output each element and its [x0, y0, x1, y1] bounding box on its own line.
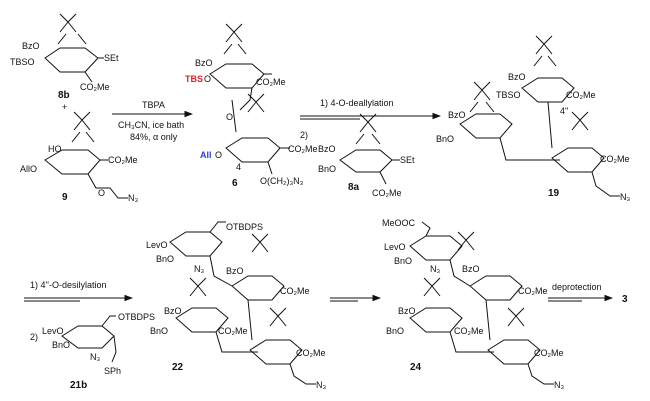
group-set-8a: SEt — [400, 155, 415, 165]
group-co2me-19b: CO₂Me — [600, 154, 630, 164]
group-all: All — [200, 150, 212, 160]
group-co2me-22b: CO₂Me — [218, 326, 248, 336]
label-21b: 21b — [70, 380, 87, 391]
label-8b: 8b — [58, 90, 70, 101]
cond-step3-label: 2) — [30, 332, 38, 342]
locant-4pp-19: 4'' — [560, 106, 569, 116]
group-bzo: BzO — [22, 41, 40, 51]
label-22: 22 — [172, 362, 184, 373]
group-bzo-8a: BzO — [318, 144, 336, 154]
compound-6: BzO TBS O CO₂Me O All O 4 CO₂Me O(CH₂)₃N… — [185, 23, 318, 189]
label-24: 24 — [410, 362, 422, 373]
group-co2me-8a: CO₂Me — [372, 188, 402, 198]
group-meooc-24: MeOOC — [382, 218, 416, 228]
group-co2me-22a: CO₂Me — [280, 286, 310, 296]
group-otbdps-22: OTBDPS — [226, 222, 263, 232]
reaction-arrow-5: deprotection 3 — [548, 282, 628, 305]
group-n3-22b: N₃ — [316, 380, 326, 390]
reaction-arrow-3: 1) 4''-O-desilylation 2) — [24, 280, 134, 342]
reaction-arrow-1: TBPA CH₃CN, ice bath 84%, α only — [112, 100, 194, 142]
group-n3-9: N₃ — [128, 193, 138, 203]
group-ho: HO — [48, 144, 62, 154]
group-sph-21b: SPh — [104, 366, 121, 376]
group-otbdps-21b: OTBDPS — [118, 312, 155, 322]
group-och2n3: O(CH₂)₃N₃ — [260, 176, 304, 186]
locant-4: 4 — [236, 162, 241, 172]
group-n3-24b: N₃ — [554, 380, 564, 390]
group-o-all: O — [215, 150, 222, 160]
compound-24: MeOOC LevO BnO N₃ BzO CO₂Me BzO BnO CO₂M… — [382, 218, 564, 390]
group-co2me-24a: CO₂Me — [518, 286, 548, 296]
group-n3-24: N₃ — [430, 264, 440, 274]
group-bno-21b: BnO — [52, 340, 70, 350]
group-co2me-19a: CO₂Me — [566, 90, 596, 100]
compound-8b: BzO TBSO SEt CO₂Me 8b + — [10, 13, 119, 112]
group-co2me-24c: CO₂Me — [534, 348, 564, 358]
group-tbso-19: TBSO — [496, 90, 521, 100]
compound-8a: BzO BnO SEt CO₂Me 8a — [318, 113, 415, 198]
group-co2me: CO₂Me — [80, 82, 110, 92]
group-tbs: TBS — [185, 74, 203, 84]
group-n3-19: N₃ — [620, 192, 630, 202]
label-19: 19 — [548, 188, 560, 199]
cond-step2-label: 2) — [300, 130, 308, 140]
group-bno-22a: BnO — [156, 254, 174, 264]
group-bno-8a: BnO — [318, 164, 336, 174]
group-allo: AllO — [20, 164, 37, 174]
cond-desilylation: 1) 4''-O-desilylation — [30, 280, 106, 290]
group-set: SEt — [104, 53, 119, 63]
group-bzo-22b: BzO — [164, 306, 182, 316]
group-co2me-6b: CO₂Me — [288, 144, 318, 154]
cond-tbpa: TBPA — [142, 100, 165, 110]
group-o-tbs: O — [204, 74, 211, 84]
label-3: 3 — [622, 294, 628, 305]
label-9: 9 — [62, 192, 68, 203]
compound-19: BzO TBSO CO₂Me 4'' BzO BnO CO₂Me N₃ 19 — [436, 35, 630, 202]
group-levo-22: LevO — [146, 240, 168, 250]
label-6: 6 — [232, 178, 238, 189]
compound-22: OTBDPS LevO BnO N₃ BzO CO₂Me BzO BnO CO₂… — [146, 221, 326, 390]
group-bzo-22a: BzO — [226, 266, 244, 276]
compound-9: HO AllO CO₂Me O N₃ 9 — [20, 111, 138, 203]
group-n3-21b: N₃ — [90, 352, 100, 362]
group-bno-24a: BnO — [394, 256, 412, 266]
cond-deallylation: 1) 4-O-deallylation — [320, 98, 394, 108]
group-bno-24b: BnO — [386, 326, 404, 336]
group-co2me-22c: CO₂Me — [296, 348, 326, 358]
group-bno-19: BnO — [436, 134, 454, 144]
group-bzo-19a: BzO — [508, 72, 526, 82]
group-n3-22: N₃ — [194, 264, 204, 274]
group-o-link: O — [226, 112, 233, 122]
group-bzo-19b: BzO — [448, 110, 466, 120]
group-co2me-24b: CO₂Me — [454, 326, 484, 336]
cond-deprotection: deprotection — [552, 282, 602, 292]
cond-solvent: CH₃CN, ice bath — [118, 120, 184, 130]
compound-21b: OTBDPS LevO BnO N₃ SPh 21b — [42, 312, 155, 391]
label-8a: 8a — [348, 182, 360, 193]
group-co2me-9: CO₂Me — [108, 155, 138, 165]
group-co2me-6a: CO₂Me — [256, 77, 286, 87]
plus-sign: + — [62, 102, 67, 112]
group-bzo-24a: BzO — [462, 264, 480, 274]
group-levo-24: LevO — [384, 242, 406, 252]
group-tbso: TBSO — [10, 57, 35, 67]
group-o-9: O — [98, 188, 105, 198]
reaction-arrow-2: 1) 4-O-deallylation 2) — [300, 98, 442, 140]
cond-yield: 84%, α only — [130, 132, 178, 142]
group-levo-21b: LevO — [42, 326, 64, 336]
group-bzo-24b: BzO — [398, 306, 416, 316]
group-bzo-6: BzO — [195, 58, 213, 68]
reaction-arrow-4 — [330, 294, 382, 302]
group-bno-22b: BnO — [150, 326, 168, 336]
